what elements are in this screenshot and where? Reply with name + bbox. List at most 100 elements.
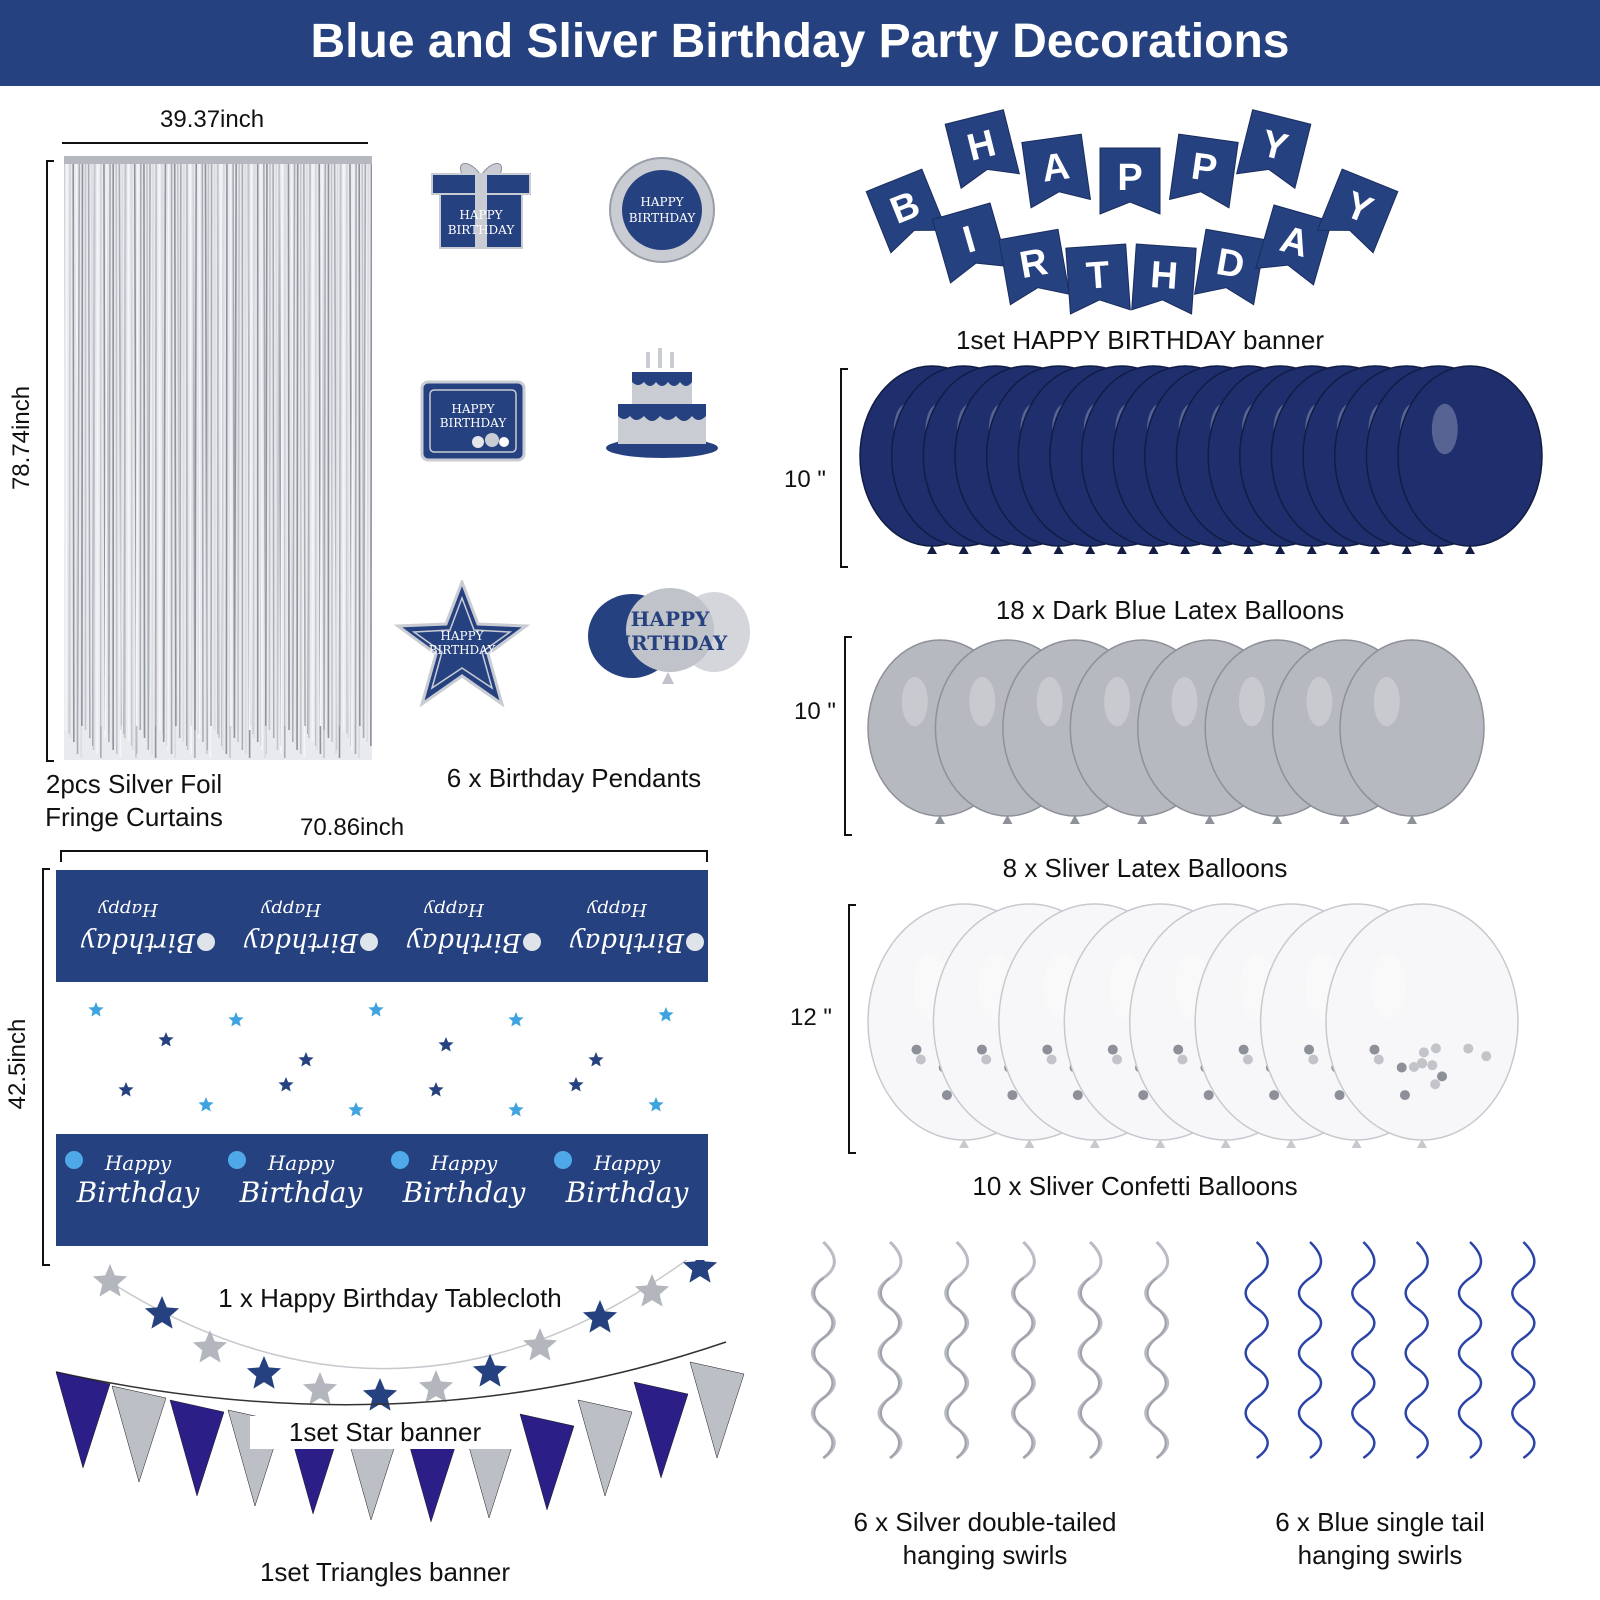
gift-birthday-text: BIRTHDAY — [448, 223, 516, 237]
fringe-strand — [276, 159, 281, 751]
confetti-balloons — [864, 900, 1524, 1190]
tablecloth-star — [648, 1097, 664, 1112]
fringe-strand — [268, 159, 271, 731]
tablecloth-balloon — [523, 933, 541, 951]
banner-flag-bottom: R — [998, 228, 1071, 306]
fringe-strand — [292, 159, 296, 743]
fringe-strand — [182, 159, 185, 743]
tablecloth-top-happy: Happy — [586, 899, 647, 920]
silver-swirl — [1010, 1240, 1036, 1460]
triangle-pennant — [169, 1399, 225, 1497]
blue-swirl — [1457, 1241, 1483, 1460]
tablecloth-balloon — [686, 933, 704, 951]
cake-pendant — [604, 344, 720, 460]
tablecloth-top-happy: Happy — [97, 899, 158, 920]
tablecloth-top-birthday: Birthday — [570, 927, 685, 957]
triangle-banner-label: 1set Triangles banner — [259, 1557, 511, 1587]
page-title: Blue and Sliver Birthday Party Decoratio… — [310, 15, 1290, 68]
fringe-strand — [354, 159, 357, 755]
fringe-strand — [319, 159, 324, 727]
banner-flag-bottom: T — [1065, 243, 1131, 315]
blue-swirl — [1297, 1241, 1323, 1460]
banner-flag-top: Y — [1236, 109, 1312, 190]
blue-swirls — [1230, 1238, 1550, 1478]
blue-swirl — [1351, 1241, 1376, 1460]
tablecloth-star — [588, 1052, 604, 1067]
fringe-strand — [335, 159, 339, 755]
card-happy-text: HAPPY — [451, 402, 495, 416]
round-badge-pendant: HAPPY BIRTHDAY — [608, 156, 716, 264]
tablecloth-star — [428, 1082, 444, 1097]
card-birthday-text: BIRTHDAY — [440, 416, 508, 430]
fringe-strand — [65, 159, 68, 731]
banner-star — [682, 1260, 718, 1283]
banner-letter: P — [1189, 145, 1220, 190]
tablecloth-star — [278, 1077, 294, 1092]
fringe-strand — [339, 159, 342, 727]
fringe-strand — [139, 159, 142, 731]
tablecloth-star — [198, 1097, 214, 1112]
tablecloth-width-line — [60, 850, 708, 852]
fringe-strand — [81, 159, 84, 727]
fringe-strand — [167, 159, 170, 751]
banner-flag-bottom: H — [1131, 243, 1197, 315]
banner-flag-top: P — [1099, 147, 1161, 215]
tablecloth-top-text: Birthday Happy — [570, 899, 685, 957]
fringe-strand — [178, 159, 182, 739]
gift-happy-text: HAPPY — [459, 208, 503, 222]
confetti-balloons-size-bracket — [848, 904, 856, 1154]
fringe-strand — [244, 159, 247, 755]
tablecloth-bottom-band — [56, 1134, 708, 1246]
silver-balloons — [864, 636, 1490, 836]
tablecloth-balloon — [391, 1151, 409, 1169]
tablecloth-height-bracket — [42, 868, 50, 1266]
banner-star — [634, 1274, 670, 1307]
tablecloth-star — [118, 1082, 134, 1097]
dark-balloons-label: 18 x Dark Blue Latex Balloons — [995, 595, 1345, 625]
blue-swirls-label-line1: 6 x Blue single tail — [1275, 1507, 1485, 1537]
silver-swirl — [944, 1240, 970, 1460]
curtain-height-bracket — [46, 160, 54, 762]
fringe-strand — [87, 159, 91, 739]
fringe-strand — [311, 159, 314, 743]
tablecloth-bottom-happy: Happy — [104, 1151, 172, 1175]
banner-star — [92, 1264, 128, 1297]
banner-flag-bottom: B — [865, 168, 948, 254]
banner-star — [144, 1296, 180, 1329]
banner-flag-bottom: D — [1193, 228, 1266, 306]
fringe-strand — [100, 159, 103, 727]
tablecloth-height-label: 42.5inch — [4, 1018, 31, 1110]
blue-swirls-label-line2: hanging swirls — [1297, 1539, 1463, 1570]
banner-star — [362, 1378, 398, 1411]
fringe-strand — [330, 159, 333, 743]
fringe-strand — [346, 159, 349, 739]
dark-balloons-size-bracket — [840, 368, 848, 568]
curtain-label: 2pcs Silver Foil Fringe Curtains — [34, 768, 234, 833]
triangle-pennant — [633, 1381, 689, 1479]
fringe-strand — [210, 159, 213, 727]
fringe-strand — [76, 159, 81, 755]
tablecloth-star — [438, 1037, 454, 1052]
banner-star — [246, 1356, 282, 1389]
tablecloth-star — [298, 1052, 314, 1067]
fringe-strand — [366, 159, 370, 743]
tablecloth-bottom-happy: Happy — [593, 1151, 661, 1175]
badge-happy-text: HAPPY — [640, 195, 684, 209]
tablecloth-balloon — [228, 1151, 246, 1169]
tablecloth-bottom-birthday: Birthday — [239, 1176, 364, 1209]
dark-blue-balloons — [856, 362, 1548, 572]
confetti-balloon — [1325, 903, 1519, 1148]
star-and-triangle-banners — [50, 1260, 750, 1590]
balloons-happy-text: HAPPY — [631, 607, 710, 631]
fringe-strand — [143, 159, 146, 739]
blue-swirl — [1404, 1241, 1429, 1460]
tablecloth-width-tick-right — [706, 850, 708, 862]
fringe-strand — [370, 159, 372, 747]
blue-swirl — [1244, 1241, 1269, 1460]
tablecloth-star — [508, 1102, 524, 1117]
fringe-strand — [162, 159, 167, 743]
silver-balloon — [1339, 639, 1485, 824]
fringe-strand — [173, 159, 177, 727]
